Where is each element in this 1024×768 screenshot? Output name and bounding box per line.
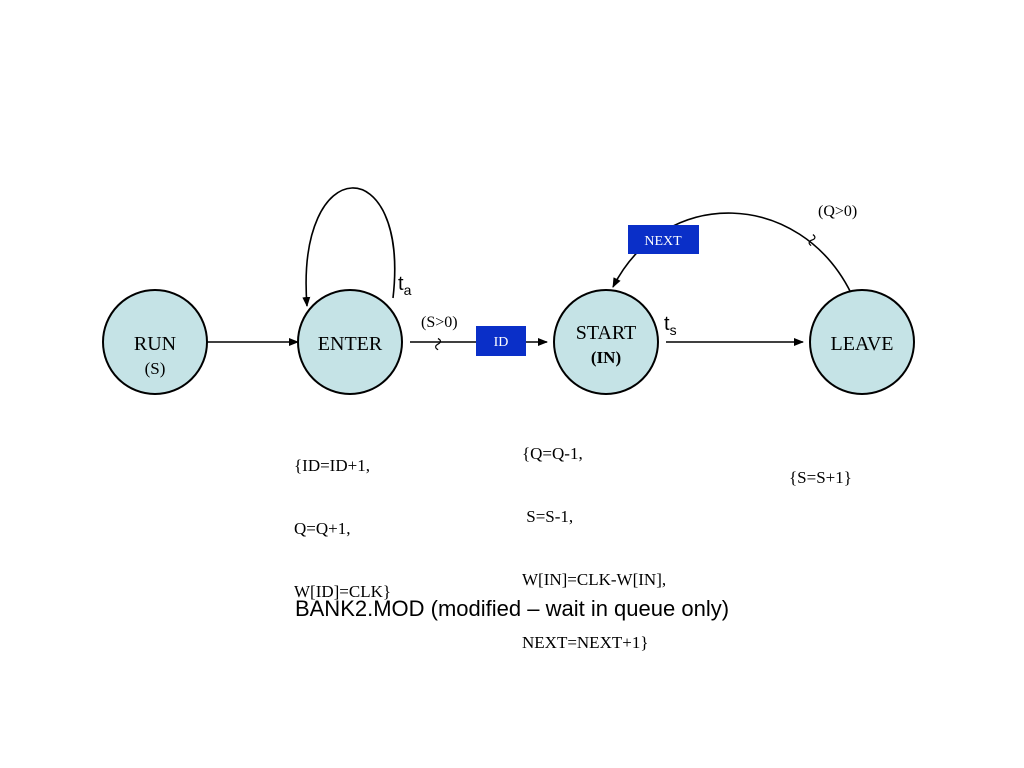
node-start-label: START xyxy=(576,322,637,344)
enter-action-line: Q=Q+1, xyxy=(294,519,351,538)
leave-action-line: {S=S+1} xyxy=(789,468,852,487)
node-run: RUN (S) xyxy=(102,289,208,395)
start-leave-delay: ts xyxy=(664,313,677,338)
start-action-line: W[IN]=CLK-W[IN], xyxy=(522,570,667,589)
enter-start-token-label: ID xyxy=(494,335,509,350)
node-start-sub: (IN) xyxy=(591,348,621,367)
node-enter: ENTER xyxy=(297,289,403,395)
enter-start-token: ID xyxy=(476,326,526,356)
leave-start-tilde: ~ xyxy=(798,228,827,252)
node-enter-label: ENTER xyxy=(318,333,383,355)
edge-enter-self-loop xyxy=(302,187,396,307)
start-action-line: {Q=Q-1, xyxy=(522,444,583,463)
enter-start-tilde: ~ xyxy=(425,334,454,355)
node-run-sub: (S) xyxy=(145,359,166,378)
leave-start-token: NEXT xyxy=(628,225,699,254)
node-leave: LEAVE xyxy=(809,289,915,395)
enter-action-line: W[ID]=CLK} xyxy=(294,582,392,601)
start-leave-delay-sub: s xyxy=(670,322,677,338)
enter-start-condition: (S>0) xyxy=(421,314,458,331)
enter-self-delay-main: t xyxy=(398,273,404,295)
node-start: START (IN) xyxy=(553,289,659,395)
enter-action-line: {ID=ID+1, xyxy=(294,456,370,475)
enter-self-delay: ta xyxy=(398,273,412,298)
start-action-line: NEXT=NEXT+1} xyxy=(522,633,649,652)
node-leave-label: LEAVE xyxy=(831,333,894,355)
leave-start-token-label: NEXT xyxy=(644,234,682,249)
start-actions: {Q=Q-1, S=S-1, W[IN]=CLK-W[IN], NEXT=NEX… xyxy=(522,401,666,674)
enter-actions: {ID=ID+1, Q=Q+1, W[ID]=CLK} xyxy=(294,413,391,623)
diagram-caption: BANK2.MOD (modified – wait in queue only… xyxy=(294,596,730,621)
start-leave-delay-main: t xyxy=(664,313,670,335)
node-run-label: RUN xyxy=(134,333,176,355)
enter-self-delay-sub: a xyxy=(404,282,412,298)
start-action-line: S=S-1, xyxy=(522,507,574,526)
leave-actions: {S=S+1} xyxy=(789,425,852,509)
leave-start-condition: (Q>0) xyxy=(818,203,857,220)
